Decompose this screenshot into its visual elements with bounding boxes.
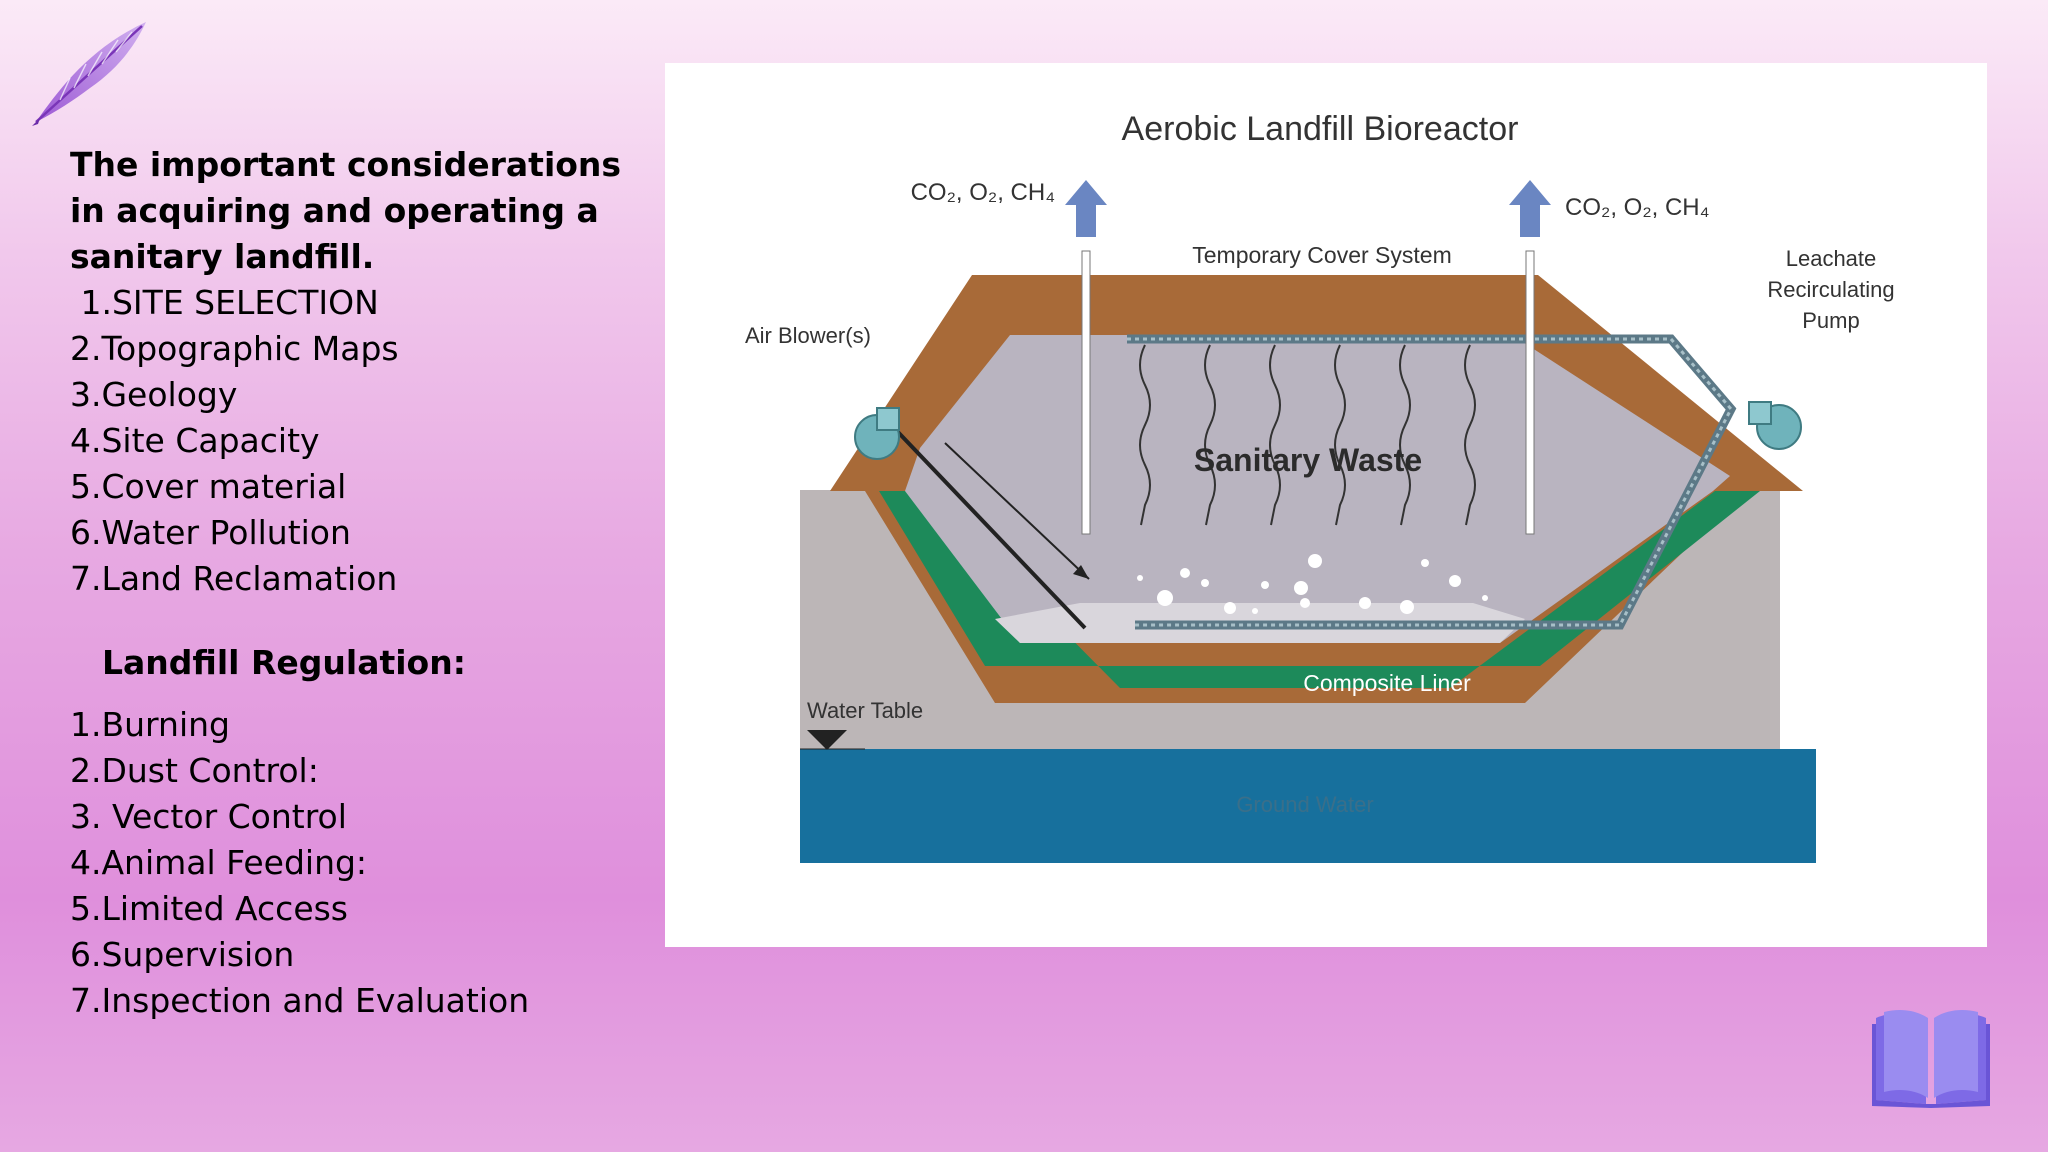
- ground-water-label: Ground Water: [1236, 792, 1373, 817]
- list-item: 2.Topographic Maps: [70, 329, 399, 368]
- leachate-pump-icon: [1748, 401, 1802, 450]
- air-bubbles: [1137, 554, 1488, 614]
- list-item: 4.Animal Feeding:: [70, 843, 368, 882]
- gas-arrow-right: [1509, 180, 1551, 237]
- air-flow-lines: [1139, 344, 1476, 526]
- leachate-label-line3: Pump: [1802, 308, 1859, 333]
- list-item: 3. Vector Control: [70, 797, 347, 836]
- gas-well-right: [1525, 250, 1535, 535]
- list-item: 3.Geology: [70, 375, 238, 414]
- text-column: The important considerations in acquirin…: [70, 142, 630, 1024]
- list-item: 7.Inspection and Evaluation: [70, 981, 530, 1020]
- sanitary-waste-label: Sanitary Waste: [1194, 442, 1422, 478]
- air-blower-icon: [854, 407, 900, 460]
- list-item: 5.Limited Access: [70, 889, 349, 928]
- air-blower-label: Air Blower(s): [745, 323, 871, 348]
- leachate-label-line2: Recirculating: [1767, 277, 1894, 302]
- water-table-marker: [807, 730, 847, 750]
- list-item: 4.Site Capacity: [70, 421, 320, 460]
- composite-liner: [879, 491, 1760, 688]
- ground-water-band: [800, 749, 1816, 863]
- list-item: 5.Cover material: [70, 467, 347, 506]
- composite-liner-label: Composite Liner: [1303, 670, 1471, 696]
- list-item: 2.Dust Control:: [70, 751, 319, 790]
- regulation-list: 1.Burning 2.Dust Control: 3. Vector Cont…: [70, 702, 630, 1024]
- open-book-icon: [1872, 1010, 1990, 1108]
- list-item: 1.Burning: [70, 705, 230, 744]
- list-item: 1.SITE SELECTION: [70, 283, 379, 322]
- gas-arrow-left: [1065, 180, 1107, 237]
- list-item: 6.Supervision: [70, 935, 295, 974]
- considerations-heading: The important considerations in acquirin…: [70, 145, 622, 276]
- list-item: 7.Land Reclamation: [70, 559, 398, 598]
- leachate-label-line1: Leachate: [1786, 246, 1877, 271]
- list-item: 6.Water Pollution: [70, 513, 351, 552]
- landfill-diagram: Ground Water: [745, 110, 1895, 863]
- considerations-list: 1.SITE SELECTION 2.Topographic Maps 3.Ge…: [70, 280, 630, 602]
- diagram-title: Aerobic Landfill Bioreactor: [1122, 110, 1519, 148]
- gas-label-left: CO₂, O₂, CH₄: [911, 179, 1055, 206]
- feather-quill-icon: [32, 22, 146, 126]
- regulation-heading: Landfill Regulation:: [102, 643, 466, 682]
- gas-label-right: CO₂, O₂, CH₄: [1565, 194, 1709, 221]
- water-table-label: Water Table: [807, 698, 923, 723]
- waste-body: [905, 335, 1730, 643]
- landfill-diagram-panel: Ground Water: [665, 63, 1987, 947]
- temporary-cover-label: Temporary Cover System: [1192, 242, 1451, 268]
- gas-well-left: [1081, 250, 1091, 535]
- air-line: [894, 428, 1087, 630]
